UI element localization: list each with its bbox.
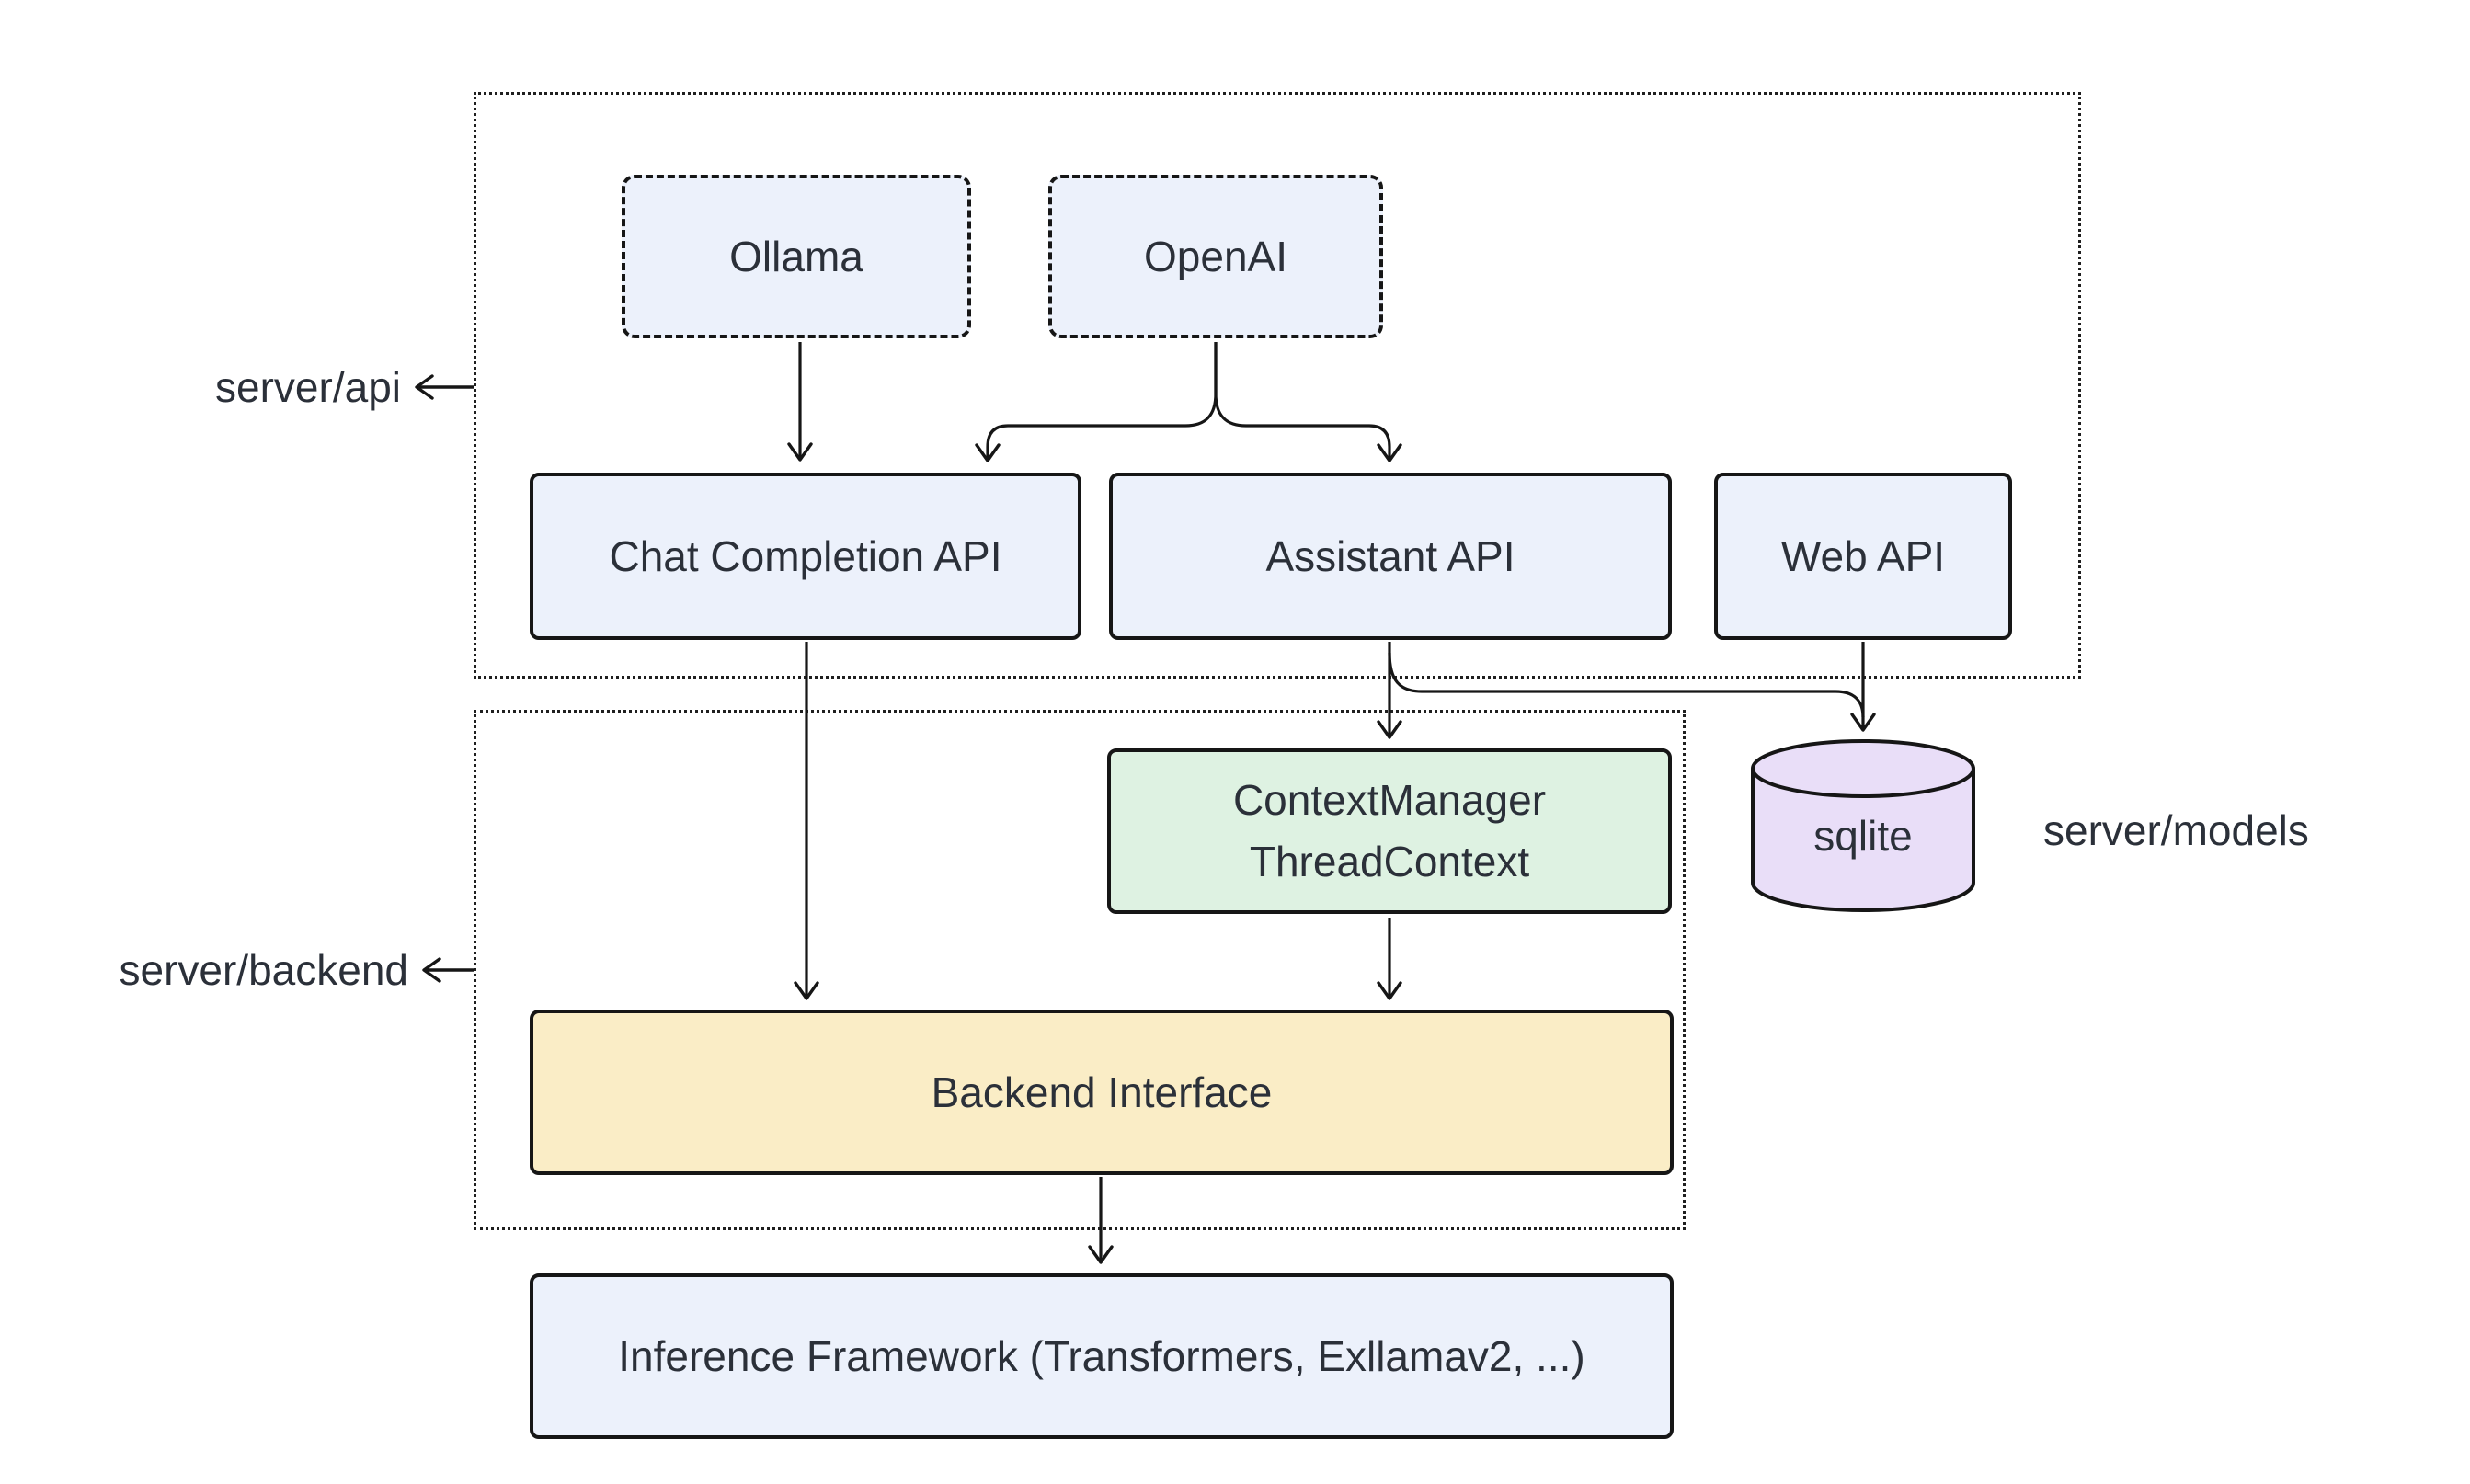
server-backend-container <box>474 710 1686 1230</box>
edge-openai-to-assistant-api <box>1214 342 1402 462</box>
node-backend-interface-label: Backend Interface <box>931 1067 1273 1116</box>
edge-assistant-api-to-sqlite <box>1388 652 1865 718</box>
node-openai-label: OpenAI <box>1144 232 1287 280</box>
node-context-manager-label: ContextManager ThreadContext <box>1232 776 1547 885</box>
node-ollama-label: Ollama <box>729 232 863 280</box>
node-chat-completion-api: Chat Completion API <box>530 473 1081 640</box>
node-ollama: Ollama <box>622 175 971 338</box>
server-backend-label: server/backend <box>119 946 409 994</box>
node-openai: OpenAI <box>1048 175 1383 338</box>
server-models-label: server/models <box>2043 806 2309 854</box>
node-chat-completion-api-label: Chat Completion API <box>609 531 1002 580</box>
node-inference-framework-label: Inference Framework (Transformers, Exlla… <box>618 1331 1585 1380</box>
server-api-container <box>474 92 2081 679</box>
node-inference-framework: Inference Framework (Transformers, Exlla… <box>530 1273 1674 1439</box>
edge-openai-to-chat-completion-api <box>975 342 1218 462</box>
node-sqlite: sqlite <box>1747 734 1979 919</box>
node-sqlite-label: sqlite <box>1813 812 1913 860</box>
database-cylinder-icon <box>1751 739 1975 912</box>
server-api-label: server/api <box>215 363 401 411</box>
node-context-manager: ContextManager ThreadContext <box>1107 748 1672 914</box>
node-web-api: Web API <box>1714 473 2012 640</box>
node-assistant-api-label: Assistant API <box>1265 531 1515 580</box>
node-assistant-api: Assistant API <box>1109 473 1672 640</box>
node-web-api-label: Web API <box>1780 531 1946 580</box>
node-backend-interface: Backend Interface <box>530 1010 1674 1175</box>
